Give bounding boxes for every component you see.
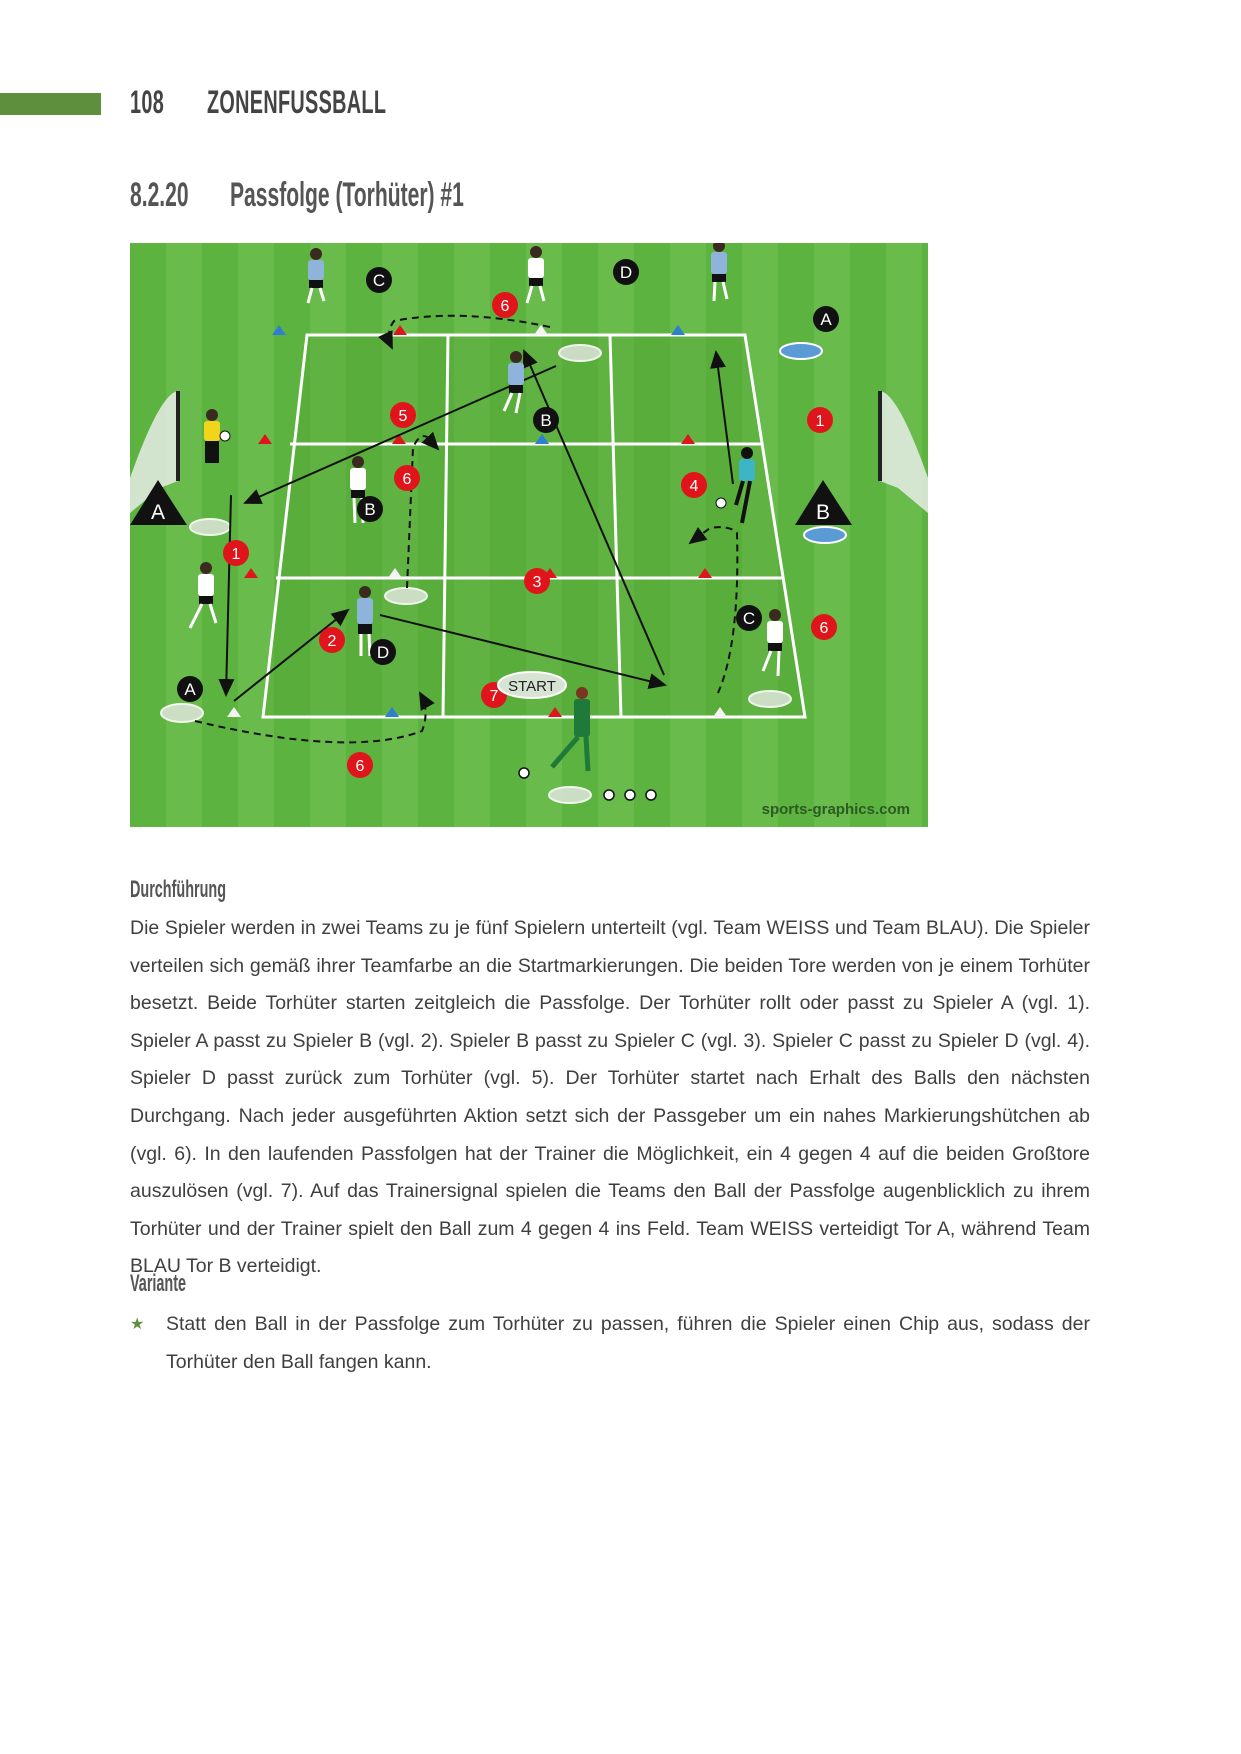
svg-text:D: D: [620, 263, 632, 282]
label-c-right: C: [736, 605, 762, 631]
svg-text:B: B: [364, 500, 375, 519]
goal-b: B: [795, 391, 928, 525]
watermark: sports-graphics.com: [762, 801, 910, 818]
step-6-middle: 6: [394, 465, 420, 491]
start-markers: [160, 344, 792, 804]
svg-text:6: 6: [820, 620, 829, 637]
start-label: START: [508, 678, 556, 695]
step-badges: 1 1 2 3 4 5 6 6 6 6 7: [223, 292, 837, 778]
player-d-blue-bottom: [357, 586, 373, 657]
trainer: [550, 687, 591, 772]
label-d-top: D: [613, 259, 639, 285]
header-accent-bar: [0, 93, 101, 115]
goal-a-label: A: [151, 501, 165, 524]
step-6-bottom: 6: [347, 752, 373, 778]
svg-text:6: 6: [403, 471, 412, 488]
players: [188, 243, 783, 772]
svg-text:A: A: [184, 680, 196, 699]
player-labels: C D A B B C D A: [177, 259, 839, 702]
svg-text:1: 1: [816, 413, 825, 430]
durchfuehrung-text: Die Spieler werden in zwei Teams zu je f…: [130, 910, 1090, 1286]
player-c-white-right: [761, 609, 783, 677]
label-b-center: B: [533, 407, 559, 433]
goalkeeper-a-yellow: [204, 409, 231, 463]
page-number: 108: [130, 84, 165, 120]
player-b-blue-center: [502, 351, 524, 414]
goal-a-marker: [130, 480, 187, 525]
section-title: Passfolge (Torhüter) #1: [230, 176, 464, 214]
player-a-white-left: [188, 562, 218, 629]
label-d-bottom: D: [370, 639, 396, 665]
player-a-blue-right: [711, 243, 729, 302]
svg-text:6: 6: [501, 298, 510, 315]
step-6-top: 6: [492, 292, 518, 318]
svg-text:C: C: [743, 609, 755, 628]
svg-text:4: 4: [690, 478, 699, 495]
step-6-right: 6: [811, 614, 837, 640]
running-title: ZONENFUSSBALL: [207, 84, 387, 120]
variante-item: ★ Statt den Ball in der Passfolge zum To…: [130, 1306, 1090, 1381]
step-2: 2: [319, 627, 345, 653]
step-3: 3: [524, 568, 550, 594]
svg-text:1: 1: [232, 546, 241, 563]
svg-text:3: 3: [533, 574, 542, 591]
player-b-white-left: [350, 456, 366, 524]
variante-list: ★ Statt den Ball in der Passfolge zum To…: [130, 1306, 1090, 1381]
svg-text:A: A: [820, 310, 832, 329]
step-4: 4: [681, 472, 707, 498]
cones: [227, 325, 727, 717]
label-c-top: C: [366, 267, 392, 293]
goalkeeper-b-teal: [715, 447, 755, 524]
start-marker: START: [497, 671, 567, 699]
drill-diagram: A B: [130, 243, 928, 827]
svg-text:5: 5: [399, 408, 408, 425]
goal-b-label: B: [816, 501, 830, 524]
balls: [518, 767, 657, 801]
pitch: [130, 243, 928, 827]
svg-text:C: C: [373, 271, 385, 290]
step-1-right: 1: [807, 407, 833, 433]
svg-text:2: 2: [328, 633, 337, 650]
pass-arrows: [218, 349, 734, 702]
heading-durchfuehrung: Durchführung: [130, 876, 226, 903]
pitch-illustration: A B: [130, 243, 928, 827]
variante-item-text: Statt den Ball in der Passfolge zum Torh…: [166, 1313, 1090, 1373]
svg-text:7: 7: [490, 688, 499, 705]
heading-variante: Variante: [130, 1270, 187, 1297]
run-paths: [194, 314, 739, 744]
step-5: 5: [390, 402, 416, 428]
label-a-left: A: [177, 676, 203, 702]
player-c-blue-top: [306, 248, 326, 304]
label-a-right: A: [813, 306, 839, 332]
label-b-left: B: [357, 496, 383, 522]
goal-a: A: [130, 391, 187, 525]
durchfuehrung-paragraph: Die Spieler werden in zwei Teams zu je f…: [130, 917, 1090, 1278]
svg-text:B: B: [540, 411, 551, 430]
svg-text:6: 6: [356, 758, 365, 775]
goal-b-marker: [795, 480, 852, 525]
svg-text:D: D: [377, 643, 389, 662]
section-number: 8.2.20: [130, 176, 189, 214]
player-d-white-top: [525, 246, 546, 304]
step-1-left: 1: [223, 540, 249, 566]
star-bullet-icon: ★: [130, 1316, 145, 1333]
start-markers-blue: [779, 342, 847, 544]
